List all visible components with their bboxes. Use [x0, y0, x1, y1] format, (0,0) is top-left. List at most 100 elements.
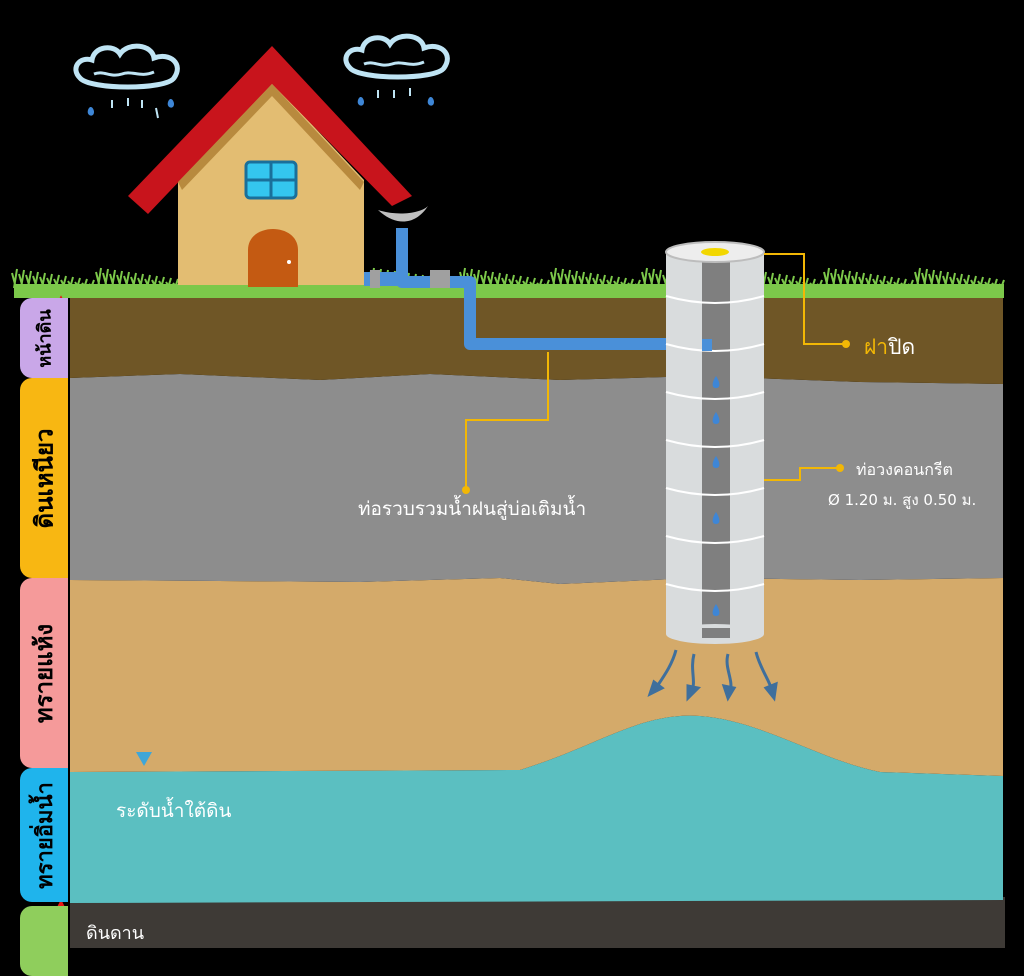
well-ring-joint: [665, 535, 765, 544]
grass-blade: [116, 270, 123, 289]
grass-blade: [536, 278, 543, 289]
grass-blade: [487, 271, 494, 289]
grass-blade: [515, 275, 522, 289]
grass-blade: [767, 272, 774, 289]
grass-blade: [102, 268, 109, 289]
grass-blade: [956, 273, 963, 289]
water-drop-icon: [712, 412, 720, 424]
grass-blade: [998, 279, 1005, 289]
grass-blade: [809, 278, 816, 289]
pipe-valve-right: [430, 270, 450, 288]
water-drop-icon: [712, 456, 720, 468]
grass-blade: [529, 277, 536, 289]
layer-saturated-sand: [70, 715, 1003, 903]
bedrock-label: ดินดาน: [86, 923, 145, 944]
grass-blade: [851, 271, 858, 289]
grass-blade: [977, 276, 984, 289]
grass-blade: [830, 268, 837, 289]
grass-blade: [130, 272, 137, 289]
lid-label-prefix: ฝา: [864, 335, 889, 359]
grass-blade: [893, 277, 900, 289]
grass-blade: [158, 276, 165, 289]
seepage-arrows: [647, 649, 778, 702]
grass-blade: [137, 273, 144, 289]
grass-blade: [53, 274, 60, 289]
layer-bedrock: [70, 897, 1005, 948]
grass-blade: [67, 276, 74, 289]
grass-blade: [781, 274, 788, 289]
grass-blade: [564, 269, 571, 289]
grass-blade: [39, 272, 46, 289]
grass-blade: [606, 275, 613, 289]
grass-blade: [144, 274, 151, 289]
grass-blade: [508, 274, 515, 289]
layer-tab-label: หน้าดิน: [34, 308, 56, 368]
grass-blade: [879, 275, 886, 289]
grass-blade: [655, 269, 662, 289]
grass-blade: [774, 273, 781, 289]
grass-blade: [480, 270, 487, 289]
grass-blade: [634, 279, 641, 289]
grass-blade: [788, 275, 795, 289]
grass-blade: [942, 271, 949, 289]
well-ring-joint: [665, 583, 765, 592]
grass-blade: [592, 273, 599, 289]
pipe-label: ท่อรวบรวมน้ำฝนสู่บ่อเติมน้ำ: [358, 498, 587, 520]
grass-blade: [32, 271, 39, 289]
grass-blade: [557, 268, 564, 289]
grass-blade: [816, 279, 823, 289]
pipe-valve-left: [370, 270, 380, 288]
grass-blade: [627, 278, 634, 289]
grass-blade: [60, 275, 67, 289]
grass-blade: [18, 269, 25, 289]
grass-blade: [648, 268, 655, 289]
layer-tab-topsoil: หน้าดิน: [20, 298, 68, 378]
layer-dry-sand: [70, 578, 1003, 776]
layer-tab-label: ทรายแห้ง: [30, 623, 59, 723]
grass-blade: [886, 276, 893, 289]
grass-blade: [641, 267, 648, 289]
rain-cloud-icon: [343, 33, 450, 106]
layer-tab-dry-sand: ทรายแห้ง: [20, 578, 68, 768]
grass-blade: [823, 267, 830, 289]
layer-tab-label: ทรายอิ่มน้ำ: [32, 781, 58, 889]
leader-lines: [465, 253, 846, 488]
gutter-icon: [378, 206, 428, 222]
well-ring-joint: [665, 343, 765, 352]
recharge-well: [665, 241, 765, 644]
water-drop-icon: [712, 512, 720, 524]
grass-blade: [935, 270, 942, 289]
grass-blade: [620, 277, 627, 289]
grass-blade: [151, 275, 158, 289]
grass-blade: [837, 269, 844, 289]
grass-blade: [907, 279, 914, 289]
grass-blade: [543, 279, 550, 289]
grass-blade: [501, 273, 508, 289]
grass-blade: [970, 275, 977, 289]
layer-tab-clay: ดินเหนียว: [20, 378, 68, 578]
grass-blade: [872, 274, 879, 289]
grass-blade: [984, 277, 991, 289]
grass-blade: [613, 276, 620, 289]
concrete-ring-title: ท่อวงคอนกรีต: [856, 460, 953, 479]
grass-blade: [963, 274, 970, 289]
grass-blade: [928, 269, 935, 289]
grass-blade: [123, 271, 130, 289]
layer-clay: [70, 374, 1003, 584]
grass-blade: [25, 270, 32, 289]
grass-blade: [991, 278, 998, 289]
concrete-ring-spec: Ø 1.20 ม. สูง 0.50 ม.: [828, 491, 977, 509]
grass-blade: [109, 269, 116, 289]
grass-blade: [571, 270, 578, 289]
water-drop-icon: [712, 604, 720, 616]
well-ring-joint: [665, 391, 765, 400]
grass-blade: [165, 277, 172, 289]
grass-blade: [550, 267, 557, 289]
house-icon: [128, 46, 412, 287]
grass-blade: [494, 272, 501, 289]
lid-label: ฝาปิด: [864, 331, 915, 364]
grass-blade: [921, 268, 928, 289]
layer-tab-bedrock: [20, 906, 68, 976]
water-table-marker-icon: [136, 752, 152, 766]
grass-blade: [949, 272, 956, 289]
